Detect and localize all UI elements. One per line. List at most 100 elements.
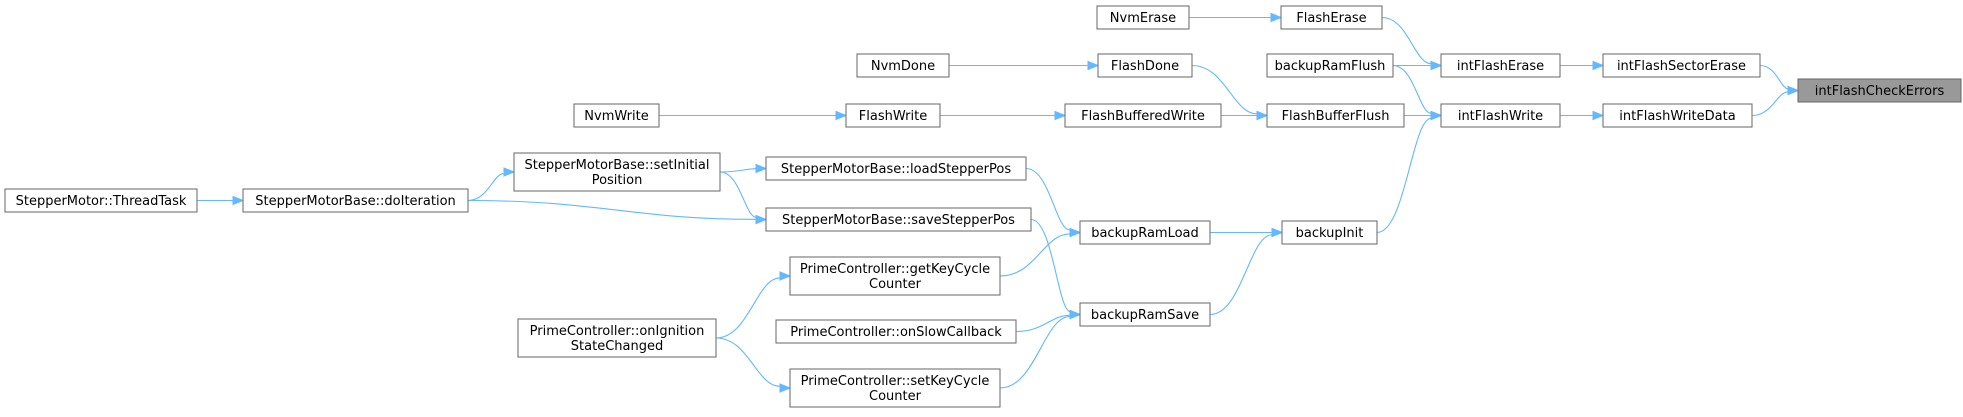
node-box — [1096, 5, 1190, 30]
node-label: NvmWrite — [584, 109, 648, 124]
edge-onIgnitionStateChanged-to-getKeyCycleCounter — [715, 271, 792, 339]
edge-line — [1209, 234, 1274, 316]
node-label: backupRamFlush — [1275, 59, 1386, 74]
node-threadTask[interactable]: StepperMotor::ThreadTask — [4, 188, 198, 213]
node-label: backupRamLoad — [1091, 226, 1199, 241]
node-FlashBufferedWrite[interactable]: FlashBufferedWrite — [1064, 103, 1222, 128]
node-NvmErase[interactable]: NvmErase — [1096, 5, 1190, 30]
node-saveStepperPos[interactable]: StepperMotorBase::saveStepperPos — [765, 207, 1032, 232]
node-label: PrimeController::onSlowCallback — [790, 325, 1002, 340]
edge-arrowhead — [1787, 85, 1800, 96]
edge-arrowhead — [755, 214, 768, 225]
edge-NvmWrite-to-FlashWrite — [659, 110, 848, 121]
node-intFlashCheckErrors[interactable]: intFlashCheckErrors — [1797, 78, 1962, 103]
edge-backupRamSave-to-backupInit — [1209, 227, 1284, 316]
edge-arrowhead — [1592, 60, 1605, 71]
edge-line — [467, 199, 758, 220]
call-graph-nodes: intFlashCheckErrors intFlashSectorErase in… — [4, 5, 1962, 408]
node-label: backupRamSave — [1091, 308, 1199, 323]
node-label: intFlashErase — [1457, 59, 1544, 74]
node-NvmWrite[interactable]: NvmWrite — [573, 103, 660, 128]
node-box — [1440, 103, 1561, 128]
node-onSlowCallback[interactable]: PrimeController::onSlowCallback — [775, 319, 1017, 344]
node-label: PrimeController::setKeyCycle — [801, 374, 990, 389]
node-box — [856, 53, 950, 78]
edge-arrowhead — [779, 271, 792, 281]
edge-arrowhead — [232, 195, 245, 206]
edge-doIteration-to-setInitialPosition — [467, 167, 516, 202]
node-label: FlashBufferFlush — [1282, 109, 1390, 124]
edge-backupInit-to-intFlashWrite — [1376, 110, 1443, 234]
node-label: StateChanged — [571, 339, 663, 354]
node-backupRamLoad[interactable]: backupRamLoad — [1079, 220, 1211, 245]
edge-FlashBufferedWrite-to-FlashBufferFlush — [1221, 110, 1269, 121]
node-intFlashSectorErase[interactable]: intFlashSectorErase — [1602, 53, 1761, 78]
node-intFlashWrite[interactable]: intFlashWrite — [1440, 103, 1561, 128]
node-FlashBufferFlush[interactable]: FlashBufferFlush — [1266, 103, 1405, 128]
edge-line — [719, 168, 758, 173]
node-doIteration[interactable]: StepperMotorBase::doIteration — [242, 188, 469, 213]
node-label: NvmErase — [1110, 11, 1176, 26]
edge-line — [999, 233, 1072, 277]
edge-onIgnitionStateChanged-to-setKeyCycleCounter — [715, 337, 792, 393]
node-FlashDone[interactable]: FlashDone — [1097, 53, 1193, 78]
node-label: NvmDone — [871, 59, 935, 74]
node-backupRamFlush[interactable]: backupRamFlush — [1266, 53, 1394, 78]
node-label: StepperMotorBase::doIteration — [255, 194, 456, 209]
node-intFlashErase[interactable]: intFlashErase — [1440, 53, 1561, 78]
edge-line — [1030, 218, 1072, 313]
node-box — [4, 188, 198, 213]
edge-arrowhead — [1430, 60, 1443, 71]
edge-line — [467, 173, 506, 202]
node-intFlashWriteData[interactable]: intFlashWriteData — [1602, 103, 1753, 128]
node-box — [765, 207, 1032, 232]
node-label: PrimeController::onIgnition — [530, 324, 705, 339]
edge-arrowhead — [1054, 110, 1067, 121]
edge-arrowhead — [1270, 12, 1283, 23]
node-box — [1064, 103, 1222, 128]
edge-arrowhead — [755, 163, 768, 174]
node-backupRamSave[interactable]: backupRamSave — [1079, 302, 1211, 327]
node-label: FlashDone — [1111, 59, 1179, 74]
edge-arrowhead — [1256, 110, 1269, 121]
node-box — [517, 318, 717, 358]
node-box — [1602, 103, 1753, 128]
node-label: intFlashSectorErase — [1617, 59, 1746, 74]
node-label: StepperMotor::ThreadTask — [16, 194, 187, 209]
edge-loadStepperPos-to-backupRamLoad — [1025, 167, 1082, 238]
node-label: PrimeController::getKeyCycle — [800, 262, 990, 277]
node-label: FlashWrite — [859, 109, 927, 124]
edge-intFlashErase-to-intFlashSectorErase — [1560, 60, 1605, 71]
node-box — [1266, 53, 1394, 78]
edge-line — [1015, 314, 1072, 333]
node-box — [1266, 103, 1405, 128]
edge-arrowhead — [1069, 227, 1082, 238]
edge-arrowhead — [503, 167, 516, 177]
node-NvmDone[interactable]: NvmDone — [856, 53, 950, 78]
node-box — [513, 152, 721, 192]
node-box — [1079, 220, 1211, 245]
node-box — [1079, 302, 1211, 327]
edge-line — [999, 316, 1072, 389]
edge-line — [715, 277, 782, 339]
edge-line — [1392, 64, 1433, 114]
node-FlashWrite[interactable]: FlashWrite — [845, 103, 941, 128]
edge-intFlashWriteData-to-intFlashCheckErrors — [1751, 85, 1800, 117]
node-backupInit[interactable]: backupInit — [1281, 220, 1378, 245]
edge-arrowhead — [1271, 227, 1284, 238]
edge-line — [715, 337, 782, 387]
edge-FlashWrite-to-FlashBufferedWrite — [940, 110, 1067, 121]
node-label: StepperMotorBase::saveStepperPos — [782, 213, 1015, 228]
node-loadStepperPos[interactable]: StepperMotorBase::loadStepperPos — [765, 156, 1027, 181]
node-box — [242, 188, 469, 213]
node-label: intFlashWrite — [1458, 109, 1543, 124]
node-box — [765, 156, 1027, 181]
node-FlashErase[interactable]: FlashErase — [1280, 5, 1383, 30]
edge-line — [719, 171, 758, 218]
edge-arrowhead — [779, 383, 792, 393]
